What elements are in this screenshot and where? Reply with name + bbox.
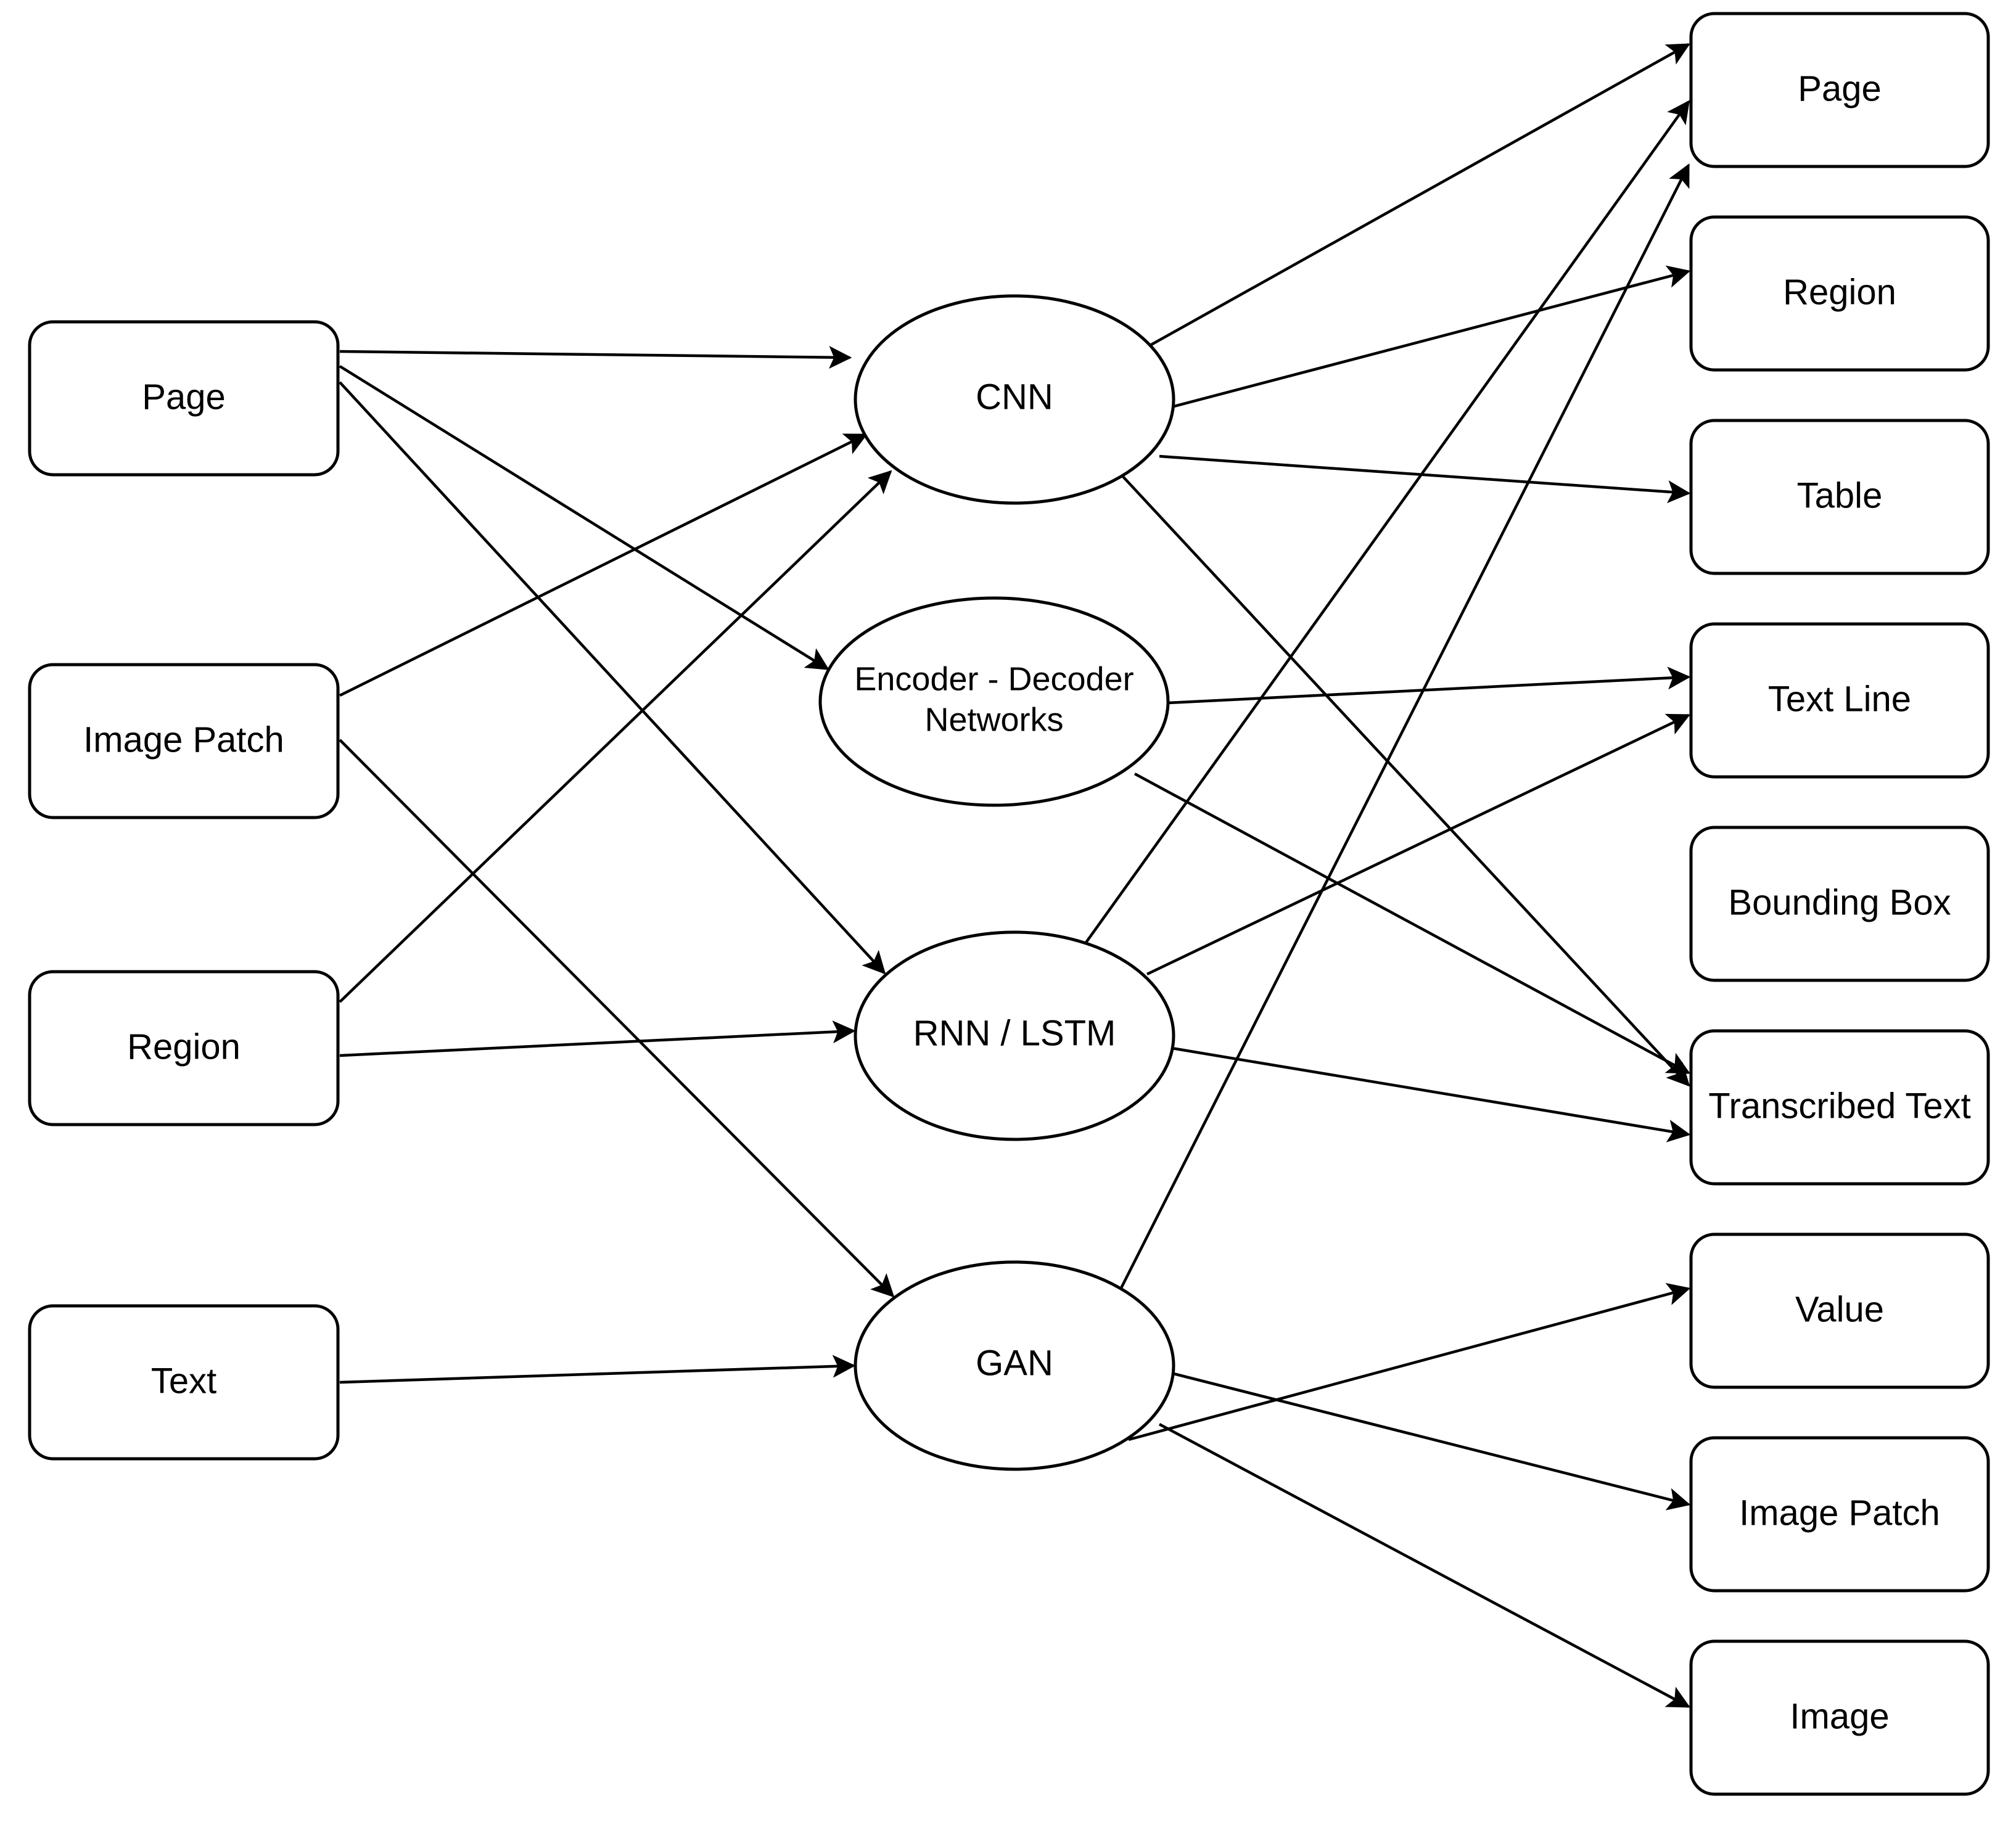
output-node-o_image[interactable]: Image <box>1689 1639 1990 1796</box>
input-node-in_region[interactable]: Region <box>28 970 340 1126</box>
output-box-o_bbox <box>1689 826 1990 982</box>
output-node-o_trans[interactable]: Transcribed Text <box>1689 1029 1990 1186</box>
edge-m_gan-to-o_page <box>1117 163 1690 1293</box>
edge-in_page-to-m_cnn <box>339 346 852 369</box>
input-node-in_text[interactable]: Text <box>28 1304 340 1461</box>
input-box-in_page <box>28 320 340 477</box>
output-box-o_table <box>1689 419 1990 575</box>
output-label-o_bbox: Bounding Box <box>1728 882 1951 922</box>
edge-m_rnn-to-o_line <box>1146 713 1691 976</box>
output-label-o_table: Table <box>1797 475 1883 515</box>
input-label-in_page: Page <box>142 377 225 417</box>
output-node-o_value[interactable]: Value <box>1689 1232 1990 1389</box>
output-node-o_patch[interactable]: Image Patch <box>1689 1436 1990 1593</box>
model-label-m_gan: GAN <box>976 1343 1053 1383</box>
input-box-in_region <box>28 970 340 1126</box>
model-label-m_cnn: CNN <box>976 377 1053 417</box>
output-node-o_page[interactable]: Page <box>1689 12 1990 168</box>
input-label-in_text: Text <box>151 1361 216 1401</box>
input-label-in_region: Region <box>127 1027 241 1067</box>
edge-m_encdec-to-o_trans <box>1133 773 1690 1074</box>
edge-m_cnn-to-o_page <box>1149 43 1690 347</box>
model-node-m_gan[interactable]: GAN <box>854 1260 1175 1471</box>
output-box-o_page <box>1689 12 1990 168</box>
edge-m_gan-to-o_value <box>1128 1282 1691 1442</box>
output-box-o_patch <box>1689 1436 1990 1593</box>
output-node-o_table[interactable]: Table <box>1689 419 1990 575</box>
output-box-o_value <box>1689 1232 1990 1389</box>
model-ellipse-m_cnn <box>854 294 1175 505</box>
edge-in_region-to-m_rnn <box>339 1020 856 1057</box>
model-label-m_encdec-line2: Networks <box>924 701 1063 738</box>
edge-m_cnn-to-o_trans <box>1121 475 1690 1087</box>
edge-in_patch-to-m_cnn <box>339 433 868 697</box>
output-box-o_trans <box>1689 1029 1990 1186</box>
model-label-m_encdec-line1: Encoder - Decoder <box>854 660 1133 697</box>
output-node-o_region[interactable]: Region <box>1689 215 1990 372</box>
input-node-in_patch[interactable]: Image Patch <box>28 663 340 819</box>
edge-in_page-to-m_encdec <box>339 365 829 670</box>
output-label-o_page: Page <box>1798 68 1881 109</box>
edge-m_cnn-to-o_region <box>1171 265 1691 409</box>
model-ellipse-m_gan <box>854 1260 1175 1471</box>
output-label-o_region: Region <box>1783 272 1896 312</box>
model-label-m_rnn: RNN / LSTM <box>913 1013 1116 1053</box>
edge-m_encdec-to-o_line <box>1167 666 1691 705</box>
output-label-o_image: Image <box>1790 1696 1889 1736</box>
model-node-m_cnn[interactable]: CNN <box>854 294 1175 505</box>
output-node-o_line[interactable]: Text Line <box>1689 622 1990 779</box>
input-box-in_patch <box>28 663 340 819</box>
output-label-o_line: Text Line <box>1768 679 1911 719</box>
output-node-o_bbox[interactable]: Bounding Box <box>1689 826 1990 982</box>
output-label-o_trans: Transcribed Text <box>1708 1086 1971 1126</box>
edge-in_text-to-m_gan <box>339 1355 856 1384</box>
edge-m_cnn-to-o_table <box>1159 454 1691 504</box>
output-label-o_patch: Image Patch <box>1739 1493 1940 1533</box>
edge-m_gan-to-o_image <box>1158 1423 1690 1708</box>
edge-in_patch-to-m_gan <box>339 739 895 1298</box>
model-ellipse-m_rnn <box>854 930 1175 1141</box>
edge-m_gan-to-o_patch <box>1173 1372 1691 1511</box>
model-node-m_rnn[interactable]: RNN / LSTM <box>854 930 1175 1141</box>
edge-m_rnn-to-o_page <box>1084 100 1690 945</box>
input-label-in_patch: Image Patch <box>83 720 284 760</box>
edge-in_page-to-m_rnn <box>339 381 886 975</box>
input-box-in_text <box>28 1304 340 1461</box>
edge-m_rnn-to-o_trans <box>1171 1046 1691 1142</box>
output-box-o_line <box>1689 622 1990 779</box>
model-ellipse-m_encdec <box>818 596 1170 807</box>
output-box-o_image <box>1689 1639 1990 1796</box>
edge-in_region-to-m_cnn <box>339 470 892 1003</box>
output-label-o_value: Value <box>1795 1289 1884 1329</box>
input-node-in_page[interactable]: Page <box>28 320 340 477</box>
output-box-o_region <box>1689 215 1990 372</box>
edges-layer <box>339 43 1691 1708</box>
